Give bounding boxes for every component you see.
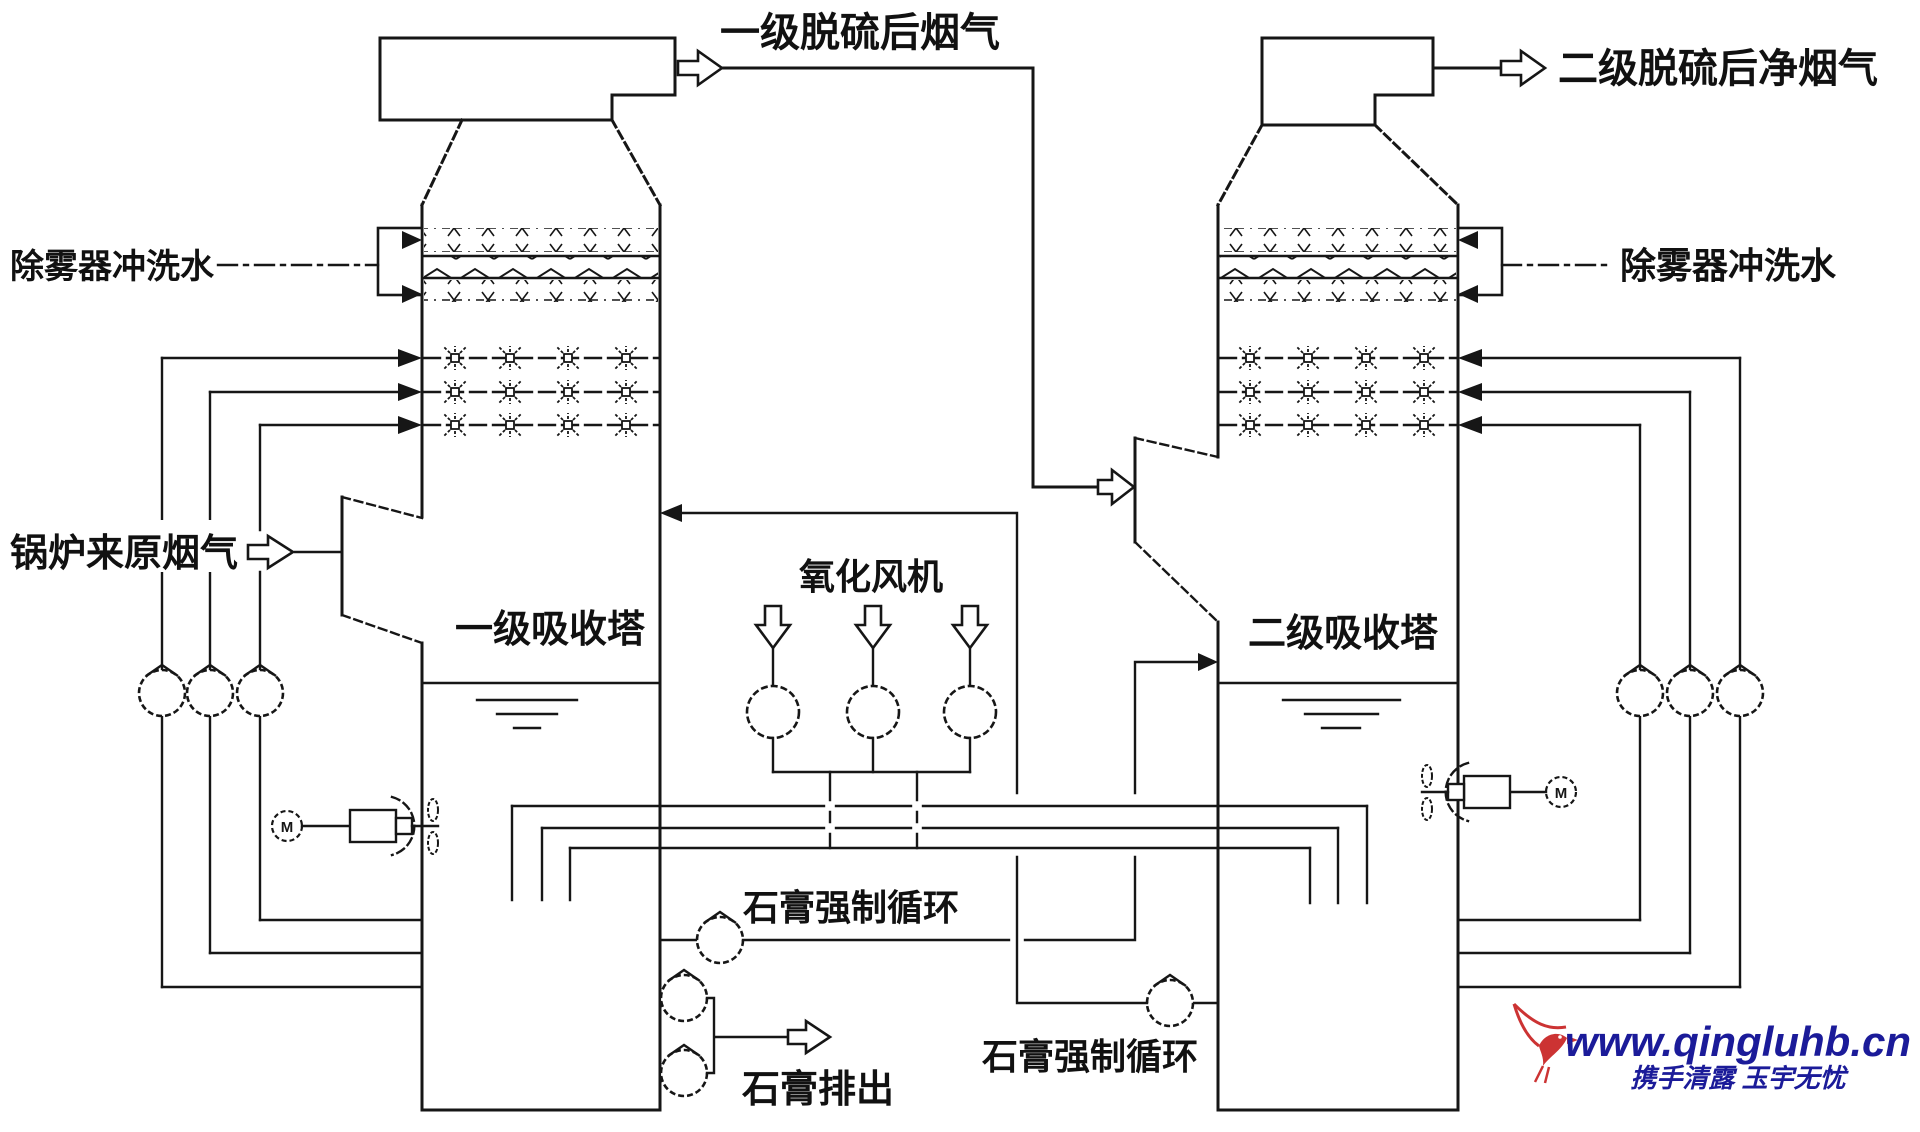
agitator-motor-letter-left: M bbox=[281, 819, 294, 836]
tower1-demister-flush-inlet bbox=[216, 226, 424, 303]
pump-icon bbox=[1665, 663, 1715, 718]
label-oxidation-fan: 氧化风机 bbox=[799, 556, 943, 597]
tower1-shell bbox=[378, 36, 677, 1112]
watermark-slogan: 携手清露 玉宇无忧 bbox=[1630, 1063, 1849, 1093]
label-gypsum-circulation-left: 石膏强制循环 bbox=[743, 887, 959, 928]
gypsum-transfer-t1-to-t2 bbox=[658, 653, 1218, 965]
label-gypsum-discharge: 石膏排出 bbox=[742, 1069, 894, 1111]
label-demister-flush-right: 除雾器冲洗水 bbox=[1620, 245, 1837, 286]
agitator-right bbox=[1420, 761, 1578, 823]
pump-icon bbox=[137, 663, 187, 718]
label-tower2: 二级吸收塔 bbox=[1248, 613, 1439, 655]
pump-icon bbox=[1715, 663, 1765, 718]
watermark: www.qingluhb.cn 携手清露 玉宇无忧 bbox=[1512, 1002, 1911, 1093]
tower1-spray-headers bbox=[422, 345, 660, 438]
pump-icon bbox=[1615, 663, 1665, 718]
tower2-gas-inlet-scroll bbox=[1133, 436, 1220, 624]
label-mask bbox=[6, 520, 242, 572]
blower-icon bbox=[845, 684, 901, 740]
label-demister-flush-left: 除雾器冲洗水 bbox=[10, 247, 215, 286]
agitator-left bbox=[270, 795, 440, 857]
pump-icon bbox=[185, 663, 235, 718]
stage1-gas-duct bbox=[676, 48, 1137, 507]
tower1-gas-inlet-scroll bbox=[293, 495, 424, 645]
bird-logo-icon bbox=[1512, 1002, 1578, 1084]
tower2-liquid-level bbox=[1216, 681, 1460, 730]
tower2-spray-inlet-arrows bbox=[1458, 349, 1482, 434]
blower-icon bbox=[942, 684, 998, 740]
pump-icon bbox=[235, 663, 285, 718]
tower2-demister-flush-inlet bbox=[1456, 226, 1614, 303]
tower1-spray-inlet-arrows bbox=[398, 349, 422, 434]
air-sparger-pipes bbox=[510, 804, 1369, 905]
pump-icon bbox=[695, 910, 745, 965]
blower-icon bbox=[745, 684, 801, 740]
tower2-demister bbox=[1218, 228, 1458, 302]
pump-icon bbox=[659, 1043, 709, 1098]
label-gypsum-circulation-right: 石膏强制循环 bbox=[982, 1036, 1198, 1077]
gypsum-discharge-line bbox=[658, 968, 833, 1098]
oxidation-air-system bbox=[745, 604, 998, 850]
stage2-gas-outlet bbox=[1431, 48, 1548, 88]
label-stage2-clean-gas: 二级脱硫后净烟气 bbox=[1558, 47, 1878, 91]
agitator-motor-letter-right: M bbox=[1555, 785, 1568, 802]
label-raw-flue-gas: 锅炉来原烟气 bbox=[10, 533, 238, 575]
raw-gas-inlet-arrow bbox=[246, 533, 296, 571]
tower2-shell bbox=[1215, 36, 1461, 1112]
gypsum-transfer-t2-to-t1 bbox=[660, 504, 1220, 1028]
tower1-liquid-level bbox=[420, 681, 662, 730]
pump-icon bbox=[1145, 973, 1195, 1028]
tower2-spray-headers bbox=[1218, 345, 1458, 438]
pump-icon bbox=[659, 968, 709, 1023]
label-stage1-outlet-gas: 一级脱硫后烟气 bbox=[720, 11, 1000, 55]
tower2-circulation-loop-pipes bbox=[1456, 356, 1742, 989]
label-tower1: 一级吸收塔 bbox=[455, 609, 646, 651]
tower1-demister bbox=[422, 228, 660, 302]
watermark-url: www.qingluhb.cn bbox=[1565, 1018, 1911, 1065]
